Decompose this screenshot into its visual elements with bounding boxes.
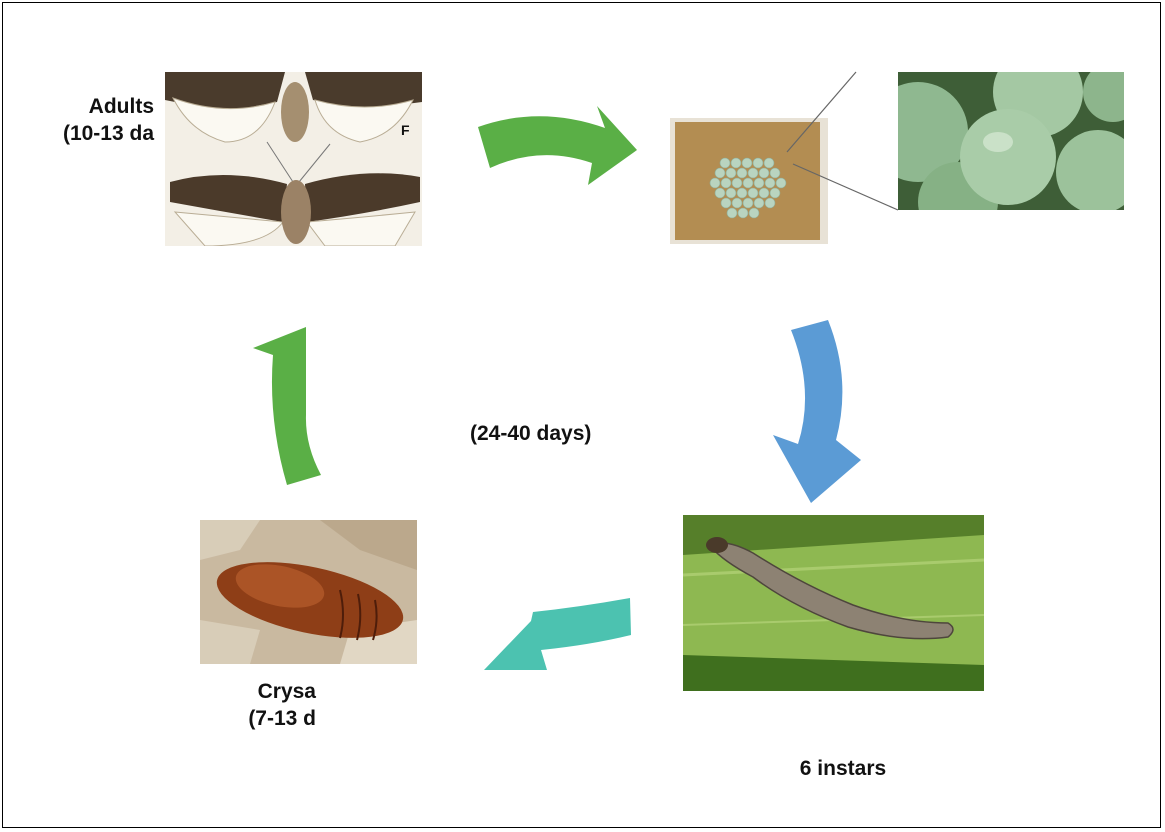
specimen-mark: F [401, 122, 410, 138]
instars-label: 6 instars [778, 755, 908, 782]
cycle-duration-label: (24-40 days) [470, 420, 640, 447]
crysalis-label-line1: Crysa [196, 678, 316, 705]
crysalis-label: Crysa (7-13 d [196, 678, 316, 732]
crysalis-label-line2: (7-13 d [196, 705, 316, 732]
adult-moths-photo: F [165, 72, 422, 246]
egg-mass-photo [670, 118, 828, 244]
larva-photo [683, 515, 984, 691]
pupa-photo [200, 520, 417, 664]
egg-closeup-photo [898, 72, 1124, 210]
